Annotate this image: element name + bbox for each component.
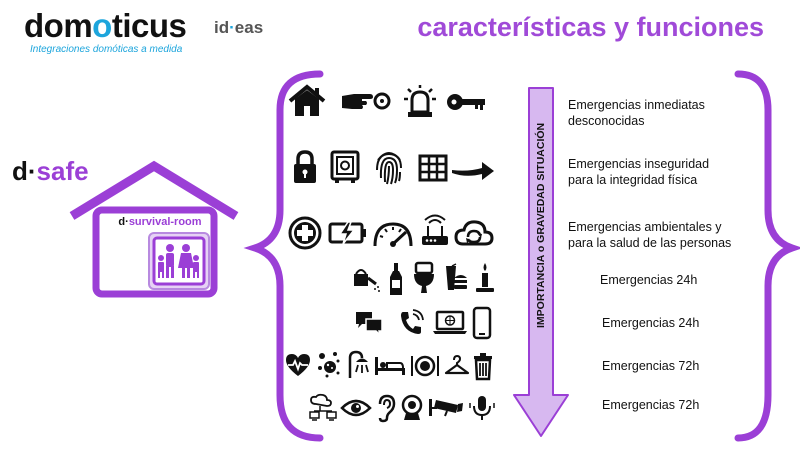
heart-icon <box>286 354 310 376</box>
trash-icon <box>474 353 492 381</box>
alarm-light-icon <box>404 85 436 117</box>
arrow-icon <box>452 162 494 180</box>
dsafe-label: d·safe <box>12 156 89 186</box>
battery-icon <box>328 221 366 245</box>
domoticus-logo: domoticus <box>24 7 187 44</box>
emergency-row-5: Emergencias 24h <box>602 316 700 330</box>
network-icon <box>309 393 337 421</box>
gauge-icon <box>373 222 413 247</box>
shower-icon <box>348 350 369 378</box>
router-icon <box>422 214 448 245</box>
cloud-sync-icon <box>454 220 494 246</box>
emergency-row-7: Emergencias 72h <box>602 398 700 412</box>
laptop-icon <box>433 310 467 334</box>
hanger-icon <box>444 354 470 375</box>
candle-icon <box>476 263 494 292</box>
fingerprint-icon <box>376 152 402 185</box>
ear-icon <box>378 394 396 423</box>
pointing-hand-icon <box>342 92 391 110</box>
medical-cross-icon <box>288 216 322 250</box>
key-icon <box>447 94 485 110</box>
emergency-row-6: Emergencias 72h <box>602 359 700 373</box>
bed-icon <box>375 357 405 375</box>
padlock-icon <box>294 150 316 183</box>
webcam-icon <box>401 394 423 420</box>
chat-icon <box>356 312 383 338</box>
page-title: características y funciones <box>417 12 764 42</box>
emergency-row-4: Emergencias 24h <box>600 273 698 287</box>
phone-icon <box>401 309 424 334</box>
tagline: Integraciones domóticas a medida <box>30 44 183 55</box>
house-icon <box>288 84 326 116</box>
watering-can-icon <box>354 269 380 292</box>
window-icon <box>418 154 448 182</box>
bottle-icon <box>390 263 402 295</box>
dining-icon <box>411 355 439 377</box>
virus-icon <box>318 352 340 378</box>
toilet-icon <box>414 261 434 293</box>
smartphone-icon <box>472 306 492 340</box>
eye-icon <box>340 399 372 417</box>
food-icon <box>446 263 467 290</box>
ideas-logo: id·eas <box>214 18 264 37</box>
survival-room-label: d·survival-room <box>118 216 202 228</box>
priority-label: IMPORTANCIA o GRAVEDAD SITUACIÓN <box>535 122 547 328</box>
microphone-icon <box>469 396 495 420</box>
safe-icon <box>330 150 360 183</box>
cctv-icon <box>429 399 463 417</box>
family-icon <box>148 232 210 290</box>
